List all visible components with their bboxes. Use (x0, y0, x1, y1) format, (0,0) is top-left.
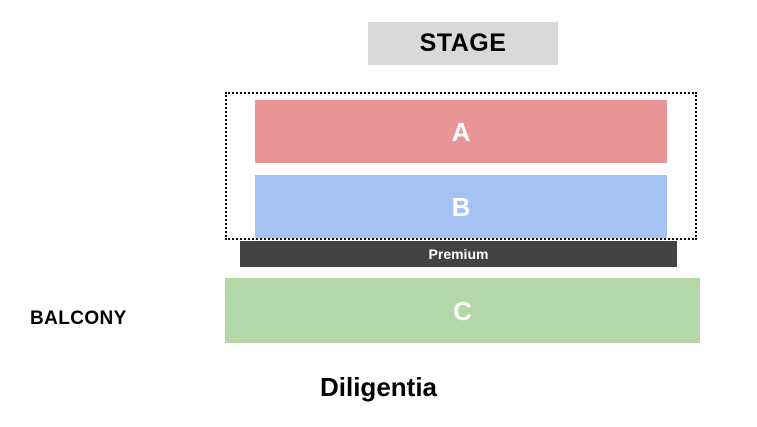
stage-block: STAGE (368, 22, 558, 65)
section-a-label: A (451, 116, 471, 147)
premium-tier-label: Premium (428, 246, 489, 262)
section-b[interactable]: B (255, 175, 667, 238)
section-a[interactable]: A (255, 100, 667, 163)
section-c[interactable]: C (225, 278, 700, 343)
premium-tier-bar[interactable]: Premium (240, 241, 677, 267)
orchestra-outline (225, 92, 697, 240)
venue-name: Diligentia (319, 372, 437, 402)
section-b-label: B (451, 191, 471, 222)
balcony-label: BALCONY (30, 308, 127, 329)
section-c-label: C (453, 295, 472, 326)
stage-label: STAGE (419, 29, 507, 57)
